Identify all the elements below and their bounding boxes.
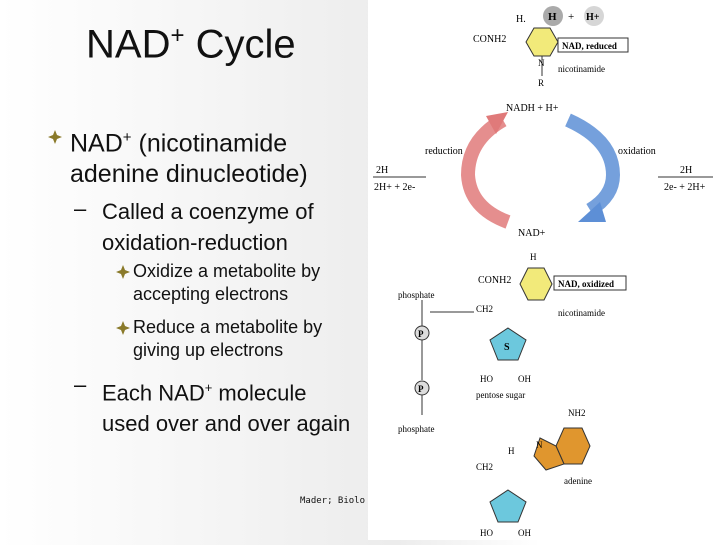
nicotinamide-ring-oxidized: [519, 267, 553, 301]
bullet-nad: NAD+ (nicotinamide adenine dinucleotide): [70, 129, 308, 189]
nad-plus-label: NAD+: [518, 228, 546, 239]
nicotinamide-mid-label: nicotinamide: [558, 308, 605, 318]
conh2-top-label: CONH2: [473, 34, 506, 45]
h-small-label: H.: [516, 14, 526, 25]
ribose-ring-bottom: [489, 489, 527, 523]
nad-oxidized-box: [553, 275, 627, 291]
bullet-coenzyme: Called a coenzyme of oxidation-reduction: [102, 199, 314, 255]
h-label: H: [508, 446, 515, 456]
slide-title: NAD+ Cycle: [86, 22, 296, 67]
ho-label: HO: [480, 528, 493, 538]
bullet-reduce: Reduce a metabolite by giving up electro…: [133, 317, 323, 360]
nicotinamide-top-label: nicotinamide: [558, 64, 605, 74]
credit-text: Mader; Biolo: [300, 496, 366, 506]
reduction-label: reduction: [425, 146, 463, 157]
n-top-label: N: [538, 58, 545, 68]
plus-label: +: [568, 11, 574, 23]
p-label: P: [418, 384, 424, 394]
ho-label: HO: [480, 374, 493, 384]
conh2-mid-label: CONH2: [478, 275, 511, 286]
n-label: N: [536, 440, 543, 450]
phosphate-top-label: phosphate: [398, 290, 435, 300]
h-ion-label: H+: [586, 12, 600, 23]
h-atom-label: H: [548, 11, 557, 23]
dash-marker: –: [74, 372, 87, 397]
nadh-label: NADH + H+: [506, 103, 559, 114]
reduction-arrow: [460, 113, 511, 229]
h-atom-icon: [543, 6, 563, 26]
oh-label: OH: [518, 374, 531, 384]
dash-marker: –: [74, 196, 87, 221]
nad-reduced-box: [557, 37, 629, 53]
oh-label: OH: [518, 528, 531, 538]
oxidation-label: oxidation: [618, 146, 656, 157]
nad-reduced-label: NAD, reduced: [562, 41, 617, 51]
bullet-icon: [48, 130, 62, 144]
bullet-icon: [116, 265, 130, 279]
oxidation-arrow: [565, 113, 621, 216]
bullet-reuse: Each NAD+ molecule used over and over ag…: [102, 380, 351, 437]
bullet-icon: [116, 321, 130, 335]
bullet-oxidize: Oxidize a metabolite by accepting electr…: [133, 261, 321, 304]
sugar-s-label: S: [504, 342, 510, 353]
ch2-bottom-label: CH2: [476, 462, 493, 472]
nh2-label: NH2: [568, 408, 586, 418]
p-label: P: [418, 329, 424, 339]
left-equation: 2H+ + 2e-: [374, 182, 415, 193]
right-equation: 2e- + 2H+: [664, 182, 706, 193]
phosphate-bottom-label: phosphate: [398, 424, 435, 434]
nad-cycle-figure: H. H + H+ CONH2 N R NAD, reduced nicotin…: [368, 0, 720, 540]
nicotinamide-ring-reduced: [525, 27, 559, 57]
h-ring-label: H: [530, 252, 537, 262]
pentose-label: pentose sugar: [476, 390, 525, 400]
nad-oxidized-label: NAD, oxidized: [558, 279, 614, 289]
r-label: R: [538, 78, 544, 88]
h-ion-icon: [584, 6, 604, 26]
ribose-ring-top: [489, 327, 527, 361]
ch2-top-label: CH2: [476, 304, 493, 314]
adenine-label: adenine: [564, 476, 592, 486]
right-2h-label: 2H: [680, 165, 692, 176]
left-2h-label: 2H: [376, 165, 388, 176]
